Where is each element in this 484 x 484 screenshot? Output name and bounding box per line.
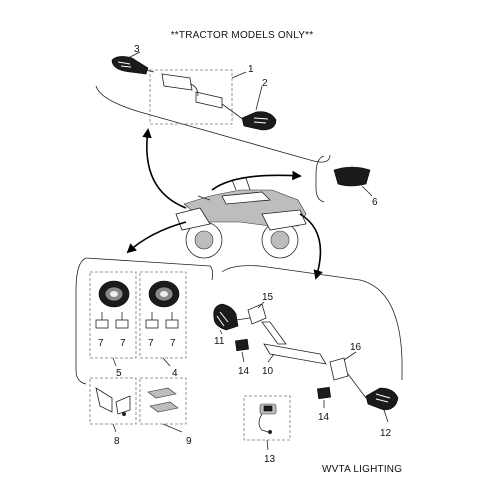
reflector-part-9-icon: [147, 387, 179, 413]
part-4-group: 6: [315, 155, 378, 208]
harness-connector-a: [161, 73, 193, 91]
headlamp-right-icon: [148, 280, 180, 308]
indicator-left-icon: [111, 56, 155, 75]
plate-lamp-13-icon: [258, 403, 277, 434]
mount-bracket-15-icon: [247, 303, 267, 325]
headlamp-left-icon: [98, 280, 130, 308]
callout-4: 6: [372, 197, 378, 208]
arrow-to-headlamps: [126, 221, 187, 254]
arrow-to-lens: [211, 170, 302, 191]
leader-10: [267, 353, 275, 363]
diagram-caption: WVTA LIGHTING: [322, 464, 402, 475]
number-plate-bar-icon: [263, 343, 327, 365]
callout-7-d: 7: [170, 338, 176, 349]
callout-12: 12: [380, 428, 392, 439]
bar-arm-left-icon: [261, 321, 287, 345]
bracket-part-8-icon: [95, 387, 131, 416]
callout-3: 3: [134, 44, 140, 55]
leader-4: [361, 185, 373, 197]
front-group-bracket: [95, 85, 331, 163]
callout-6: 5: [116, 368, 122, 379]
arrow-to-rear-assembly: [299, 213, 323, 280]
harness-wire: [189, 83, 199, 97]
callout-14-b: 14: [318, 412, 330, 423]
rear-indicator-right-icon: [347, 373, 399, 411]
leader-12: [383, 409, 389, 423]
lens-icon: [333, 166, 371, 187]
callout-13: 13: [264, 454, 276, 465]
callout-7-b: 7: [120, 338, 126, 349]
diagram-title: **TRACTOR MODELS ONLY**: [171, 30, 314, 41]
leader-8: [112, 423, 117, 433]
callout-5: 4: [172, 368, 178, 379]
reflector-14-b-icon: [317, 386, 331, 400]
reflector-14-a-icon: [235, 338, 249, 352]
harness-connector-b: [195, 91, 223, 109]
indicator-right-icon: [221, 103, 277, 131]
callout-8: 8: [114, 436, 120, 447]
leader-3: [127, 51, 141, 59]
callout-15: 15: [262, 292, 274, 303]
callout-9: 9: [186, 436, 192, 447]
callout-14-a: 14: [238, 366, 250, 377]
leader-15: [257, 301, 265, 309]
leader-5: [162, 357, 171, 367]
rear-indicator-left-icon: [213, 303, 251, 331]
rear-lighting-group: 15 16 11 14 10 14 12 13: [213, 265, 403, 465]
leader-16: [343, 351, 357, 361]
part-13-box: [243, 395, 291, 441]
leader-1: [231, 71, 247, 79]
callout-7-c: 7: [148, 338, 154, 349]
leader-6: [112, 357, 117, 367]
callout-10: 10: [262, 366, 274, 377]
arrow-to-front-indicators: [142, 128, 187, 209]
atv-vehicle-icon: [175, 177, 307, 259]
callout-7-a: 7: [98, 338, 104, 349]
callout-2: 2: [262, 78, 268, 89]
callout-11: 11: [214, 336, 225, 347]
mount-bracket-16-icon: [329, 357, 349, 381]
rear-group-bracket: [221, 265, 403, 380]
callout-1: 1: [248, 64, 254, 75]
bulb-pair-right-icon: [145, 312, 179, 329]
leader-14-a: [241, 351, 245, 363]
front-indicator-group: 1 2 3: [95, 44, 331, 163]
leader-11: [219, 329, 223, 335]
headlamp-group-top: [85, 257, 214, 281]
callout-16: 16: [350, 342, 362, 353]
part-4-bracket: [315, 155, 325, 203]
part-9-box: [139, 377, 187, 425]
leader-9: [162, 423, 183, 433]
leader-2: [255, 85, 263, 111]
headlamp-group-bracket: [75, 257, 87, 385]
headlamp-group: 7 7 7 7 5 4 8 9: [75, 257, 214, 447]
part-1-box: [149, 69, 233, 125]
bulb-pair-left-icon: [95, 312, 129, 329]
leader-13: [266, 439, 269, 451]
